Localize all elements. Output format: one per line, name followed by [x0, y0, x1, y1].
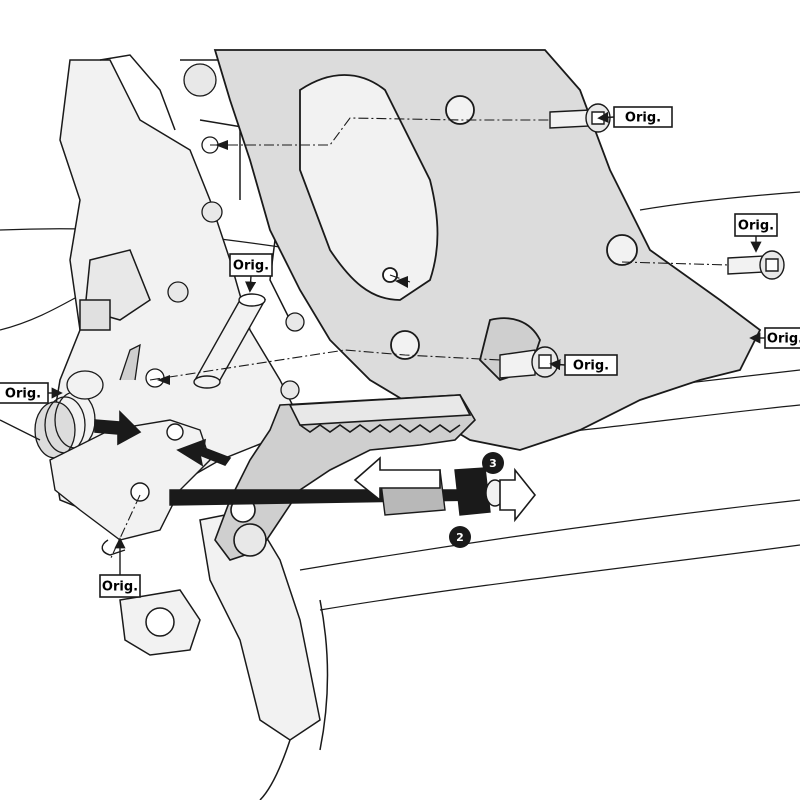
leader-lines	[109, 117, 731, 561]
callout-pointer	[245, 275, 257, 293]
arrow-right-hollow	[499, 467, 537, 523]
footpeg	[214, 394, 477, 561]
step-number-3: 3	[482, 452, 504, 474]
orig-callout: Orig.	[734, 213, 778, 253]
callout-label: Orig.	[573, 359, 609, 374]
callout-pointer	[549, 359, 566, 371]
bolt-right	[727, 250, 785, 280]
orig-callout: Orig.	[597, 106, 673, 128]
leader-arrowheads	[157, 140, 408, 385]
callout-box	[0, 382, 49, 404]
callout-label: Orig.	[102, 580, 138, 595]
step-number-3-text: 3	[489, 457, 497, 470]
step-number-2-text: 2	[456, 531, 464, 544]
return-spring	[0, 343, 141, 459]
shift-rod	[169, 467, 505, 516]
arrow-right-black	[94, 410, 142, 446]
callout-box	[734, 213, 778, 237]
callout-box	[99, 574, 141, 598]
callouts: Orig. Orig. Orig. Orig. Orig. Orig. Orig.	[0, 106, 800, 598]
callout-box	[764, 327, 800, 349]
callout-label: Orig.	[767, 332, 800, 347]
callout-pointer	[597, 111, 615, 123]
frame-bolts	[145, 63, 305, 400]
orig-callout: Orig.	[549, 354, 618, 376]
callout-label: Orig.	[625, 111, 661, 126]
side-stand	[119, 509, 329, 800]
callout-label: Orig.	[233, 259, 269, 274]
callout-box	[564, 354, 618, 376]
callout-label: Orig.	[738, 219, 774, 234]
orig-callout: Orig.	[0, 382, 63, 404]
orig-callout: Orig.	[749, 327, 800, 349]
step-number-2: 2	[449, 526, 471, 548]
callout-label: Orig.	[5, 387, 41, 402]
orig-callout: Orig.	[99, 537, 141, 598]
callout-box	[229, 253, 273, 277]
arrow-left-hollow	[353, 456, 441, 502]
callout-box	[613, 106, 673, 128]
circlip	[101, 539, 126, 556]
arrow-down-right-black	[176, 438, 232, 467]
orig-callout: Orig.	[229, 253, 273, 293]
pivot-pin	[193, 293, 267, 389]
motion-arrows	[94, 410, 537, 523]
